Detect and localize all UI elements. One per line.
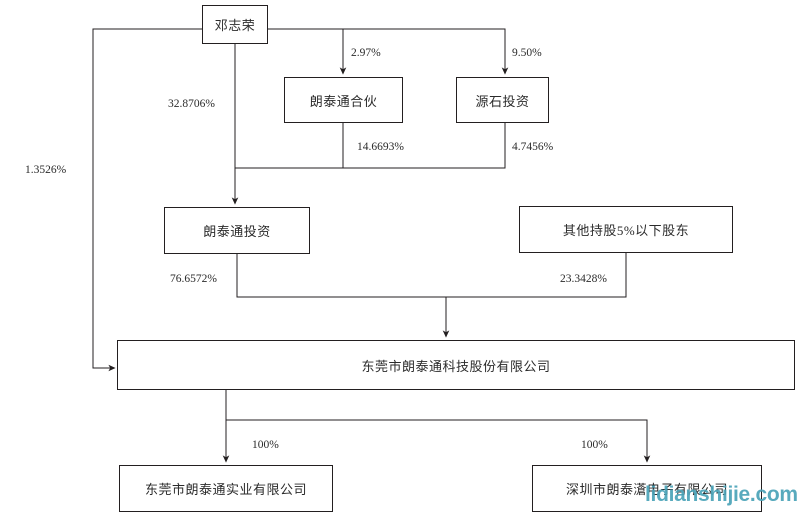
edge-deng-to-main (92, 28, 202, 372)
edge-label-deng-to-partnership: 2.97% (351, 47, 381, 59)
node-label: 东莞市朗泰通科技股份有限公司 (361, 358, 551, 374)
node-label: 朗泰通投资 (203, 224, 271, 239)
node-langtaitong-investment[interactable]: 朗泰通投资 (164, 207, 310, 254)
node-label: 深圳市朗泰濸电子有限公司 (565, 482, 728, 497)
node-label: 朗泰通合伙 (309, 93, 378, 109)
edge-label-deng-to-main: 1.3526% (25, 164, 67, 176)
node-dongguan-industrial[interactable]: 东莞市朗泰通实业有限公司 (119, 465, 333, 512)
node-label: 东莞市朗泰通实业有限公司 (144, 482, 307, 497)
node-langtaitong-partnership[interactable]: 朗泰通合伙 (284, 77, 403, 123)
edge-deng-to-yuanshi (268, 28, 509, 75)
node-deng-zhirong[interactable]: 邓志荣 (202, 5, 268, 44)
node-main-company[interactable]: 东莞市朗泰通科技股份有限公司 (117, 340, 795, 390)
node-label: 源石投资 (475, 93, 530, 109)
edge-partnership-to-lttinvestment (235, 123, 344, 169)
node-label: 其他持股5%以下股东 (562, 223, 690, 238)
edge-main-to-electronics (225, 390, 651, 463)
node-label: 邓志荣 (214, 18, 256, 33)
node-shenzhen-electronics[interactable]: 深圳市朗泰濸电子有限公司 (532, 465, 762, 512)
edge-label-others-to-main: 23.3428% (560, 273, 607, 285)
edge-yuanshi-to-lttinvestment (235, 123, 506, 169)
node-yuanshi-investment[interactable]: 源石投资 (456, 77, 549, 123)
edge-label-yuanshi-to-lttinvestment: 4.7456% (512, 141, 554, 153)
edge-label-main-to-industrial: 100% (252, 439, 279, 451)
edge-lttinvestment-to-main (236, 254, 450, 338)
node-other-shareholders[interactable]: 其他持股5%以下股东 (519, 206, 733, 253)
edge-label-main-to-electronics: 100% (581, 439, 608, 451)
edge-label-partnership-to-lttinvestment: 14.6693% (357, 141, 404, 153)
edge-others-to-main (446, 253, 627, 298)
edge-label-deng-to-lttinvestment: 32.8706% (168, 98, 215, 110)
edge-label-deng-to-yuanshi: 9.50% (512, 47, 542, 59)
edge-deng-to-partnership (268, 28, 347, 75)
edge-label-lttinvestment-to-main: 76.6572% (170, 273, 217, 285)
